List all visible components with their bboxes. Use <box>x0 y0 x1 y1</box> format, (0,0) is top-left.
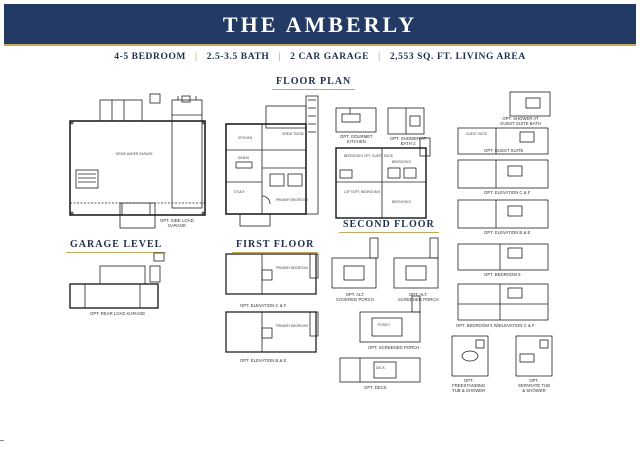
caption-opt-freestanding: OPT. FREESTANDING TUB & SHOWER <box>452 378 486 393</box>
opt-shower-bath2-plan <box>387 107 425 135</box>
garage-level-heading: GARAGE LEVEL <box>65 239 167 253</box>
spec-garage: 2 CAR GARAGE <box>290 52 370 62</box>
room-kitchen: KITCHEN <box>238 136 252 140</box>
rear-load-garage-plan <box>69 252 165 309</box>
caption-opt-elev-be-right: OPT. ELEVATION B & E <box>484 230 531 235</box>
room-primary-bedroom-be: PRIMARY BEDROOM <box>276 324 308 328</box>
room-porch: PORCH <box>378 323 390 327</box>
caption-side-load: OPT. SIDE LOAD GARAGE <box>160 218 194 228</box>
room-garage: DRIVE-UNDER GARAGE <box>116 152 153 156</box>
room-great-room: GREAT ROOM <box>282 132 304 136</box>
caption-opt-separate: OPT. SEPARATE TUB & SHOWER <box>518 378 550 393</box>
spec-bar: 4-5 BEDROOM | 2.5-3.5 BATH | 2 CAR GARAGE | 2,… <box>0 52 640 62</box>
room-loft: LOFT/OPT. BEDROOM 5 <box>344 190 381 194</box>
opt-bedroom5-elev-cf-plan <box>457 283 549 321</box>
caption-opt-alt-screened: OPT. ALT. SCREENED PORCH <box>398 292 439 302</box>
caption-opt-deck: OPT. DECK <box>364 385 387 390</box>
second-floor-plan <box>335 137 431 219</box>
caption-opt-elev-cf-right: OPT. ELEVATION C & F <box>484 190 531 195</box>
opt-guest-suite-plan <box>457 127 549 155</box>
room-dining: DINING <box>238 156 250 160</box>
caption-opt-elev-be-left: OPT. ELEVATION B & E <box>240 358 287 363</box>
opt-shower-guest-suite-plan <box>509 91 551 117</box>
second-floor-heading: SECOND FLOOR <box>339 219 439 233</box>
room-guest-suite: GUEST SUITE <box>466 132 488 136</box>
caption-opt-gourmet: OPT. GOURMET KITCHEN <box>340 134 373 144</box>
caption-opt-alt-covered: OPT. ALT. COVERED PORCH <box>336 292 374 302</box>
spec-separator: | <box>278 52 282 62</box>
page-title: THE AMBERLY <box>222 12 418 37</box>
spec-separator: | <box>195 52 198 62</box>
first-floor-elev-cf-plan <box>225 253 319 295</box>
caption-opt-screened-porch: OPT. SCREENED PORCH <box>368 345 420 350</box>
room-bedroom-3: BEDROOM 3 <box>392 200 412 204</box>
spec-separator: | <box>378 52 381 62</box>
first-floor-heading: FIRST FLOOR <box>231 239 319 253</box>
room-deck: DECK <box>376 366 385 370</box>
caption-opt-bedroom5: OPT. BEDROOM 5 <box>484 272 521 277</box>
edge-tick <box>0 440 4 441</box>
side-load-garage-plan <box>149 93 203 209</box>
first-floor-elev-be-plan <box>225 311 319 353</box>
caption-opt-elev-cf-left: OPT. ELEVATION C & F <box>240 303 287 308</box>
spec-sqft: 2,553 SQ. FT. LIVING AREA <box>389 52 526 62</box>
title-banner: THE AMBERLY <box>4 4 636 46</box>
opt-separate-tub-plan <box>515 335 553 377</box>
floor-plan-heading: FLOOR PLAN <box>271 76 356 90</box>
room-primary-bedroom: PRIMARY BEDROOM <box>276 198 308 202</box>
opt-freestanding-tub-plan <box>451 335 489 377</box>
room-study: STUDY <box>234 190 245 194</box>
room-primary-bedroom-cf: PRIMARY BEDROOM <box>276 266 308 270</box>
banner-gold-rule <box>4 44 636 46</box>
garage-level-plan <box>69 99 206 229</box>
opt-alt-screened-porch-plan <box>393 237 439 289</box>
opt-elev-cf-second-plan <box>457 159 549 189</box>
opt-bedroom5-plan <box>457 243 549 271</box>
first-floor-plan <box>225 95 319 227</box>
caption-opt-shower-bath2: OPT. SHOWER AT BATH 2 <box>390 136 427 146</box>
opt-deck-plan <box>339 357 421 383</box>
caption-opt-bedroom5-elev: OPT. BEDROOM 5 W/ELEVATION C & F <box>456 323 535 328</box>
caption-opt-guest-suite: OPT. GUEST SUITE <box>484 148 524 153</box>
room-bedroom-4: BEDROOM 4 OPT. GUEST SUITE <box>344 154 394 158</box>
caption-rear-load: OPT. REAR LOAD GARAGE <box>90 311 146 316</box>
spec-baths: 2.5-3.5 BATH <box>206 52 270 62</box>
opt-elev-be-second-plan <box>457 199 549 229</box>
opt-gourmet-kitchen-plan <box>335 107 377 133</box>
spec-bedrooms: 4-5 BEDROOM <box>114 52 186 62</box>
opt-alt-covered-porch-plan <box>331 237 379 289</box>
opt-screened-porch-plan <box>359 295 421 343</box>
caption-opt-shower-guest: OPT. SHOWER AT GUEST SUITE BATH <box>500 116 541 126</box>
room-bedroom-2: BEDROOM 2 <box>392 160 412 164</box>
